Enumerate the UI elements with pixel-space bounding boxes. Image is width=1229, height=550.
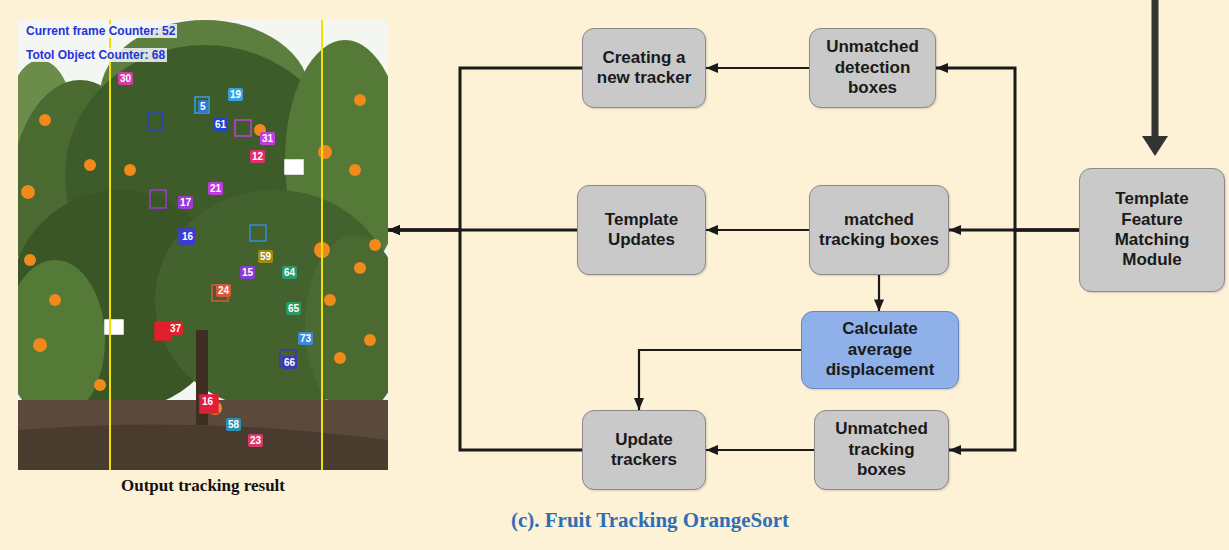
orange	[124, 164, 136, 176]
orange	[354, 94, 366, 106]
orchard-photo	[18, 20, 388, 470]
input-arrow	[1152, 0, 1159, 138]
box-label: matched tracking boxes	[818, 210, 940, 251]
track-id: 64	[282, 266, 297, 279]
tracking-box	[250, 225, 266, 241]
flow-arrow	[949, 230, 1079, 450]
box-label: Creating a new tracker	[591, 48, 697, 89]
box-text-group: Template Updates	[586, 210, 697, 251]
counting-line	[109, 20, 111, 470]
track-id: 65	[286, 302, 301, 315]
track-id: 31	[260, 132, 275, 145]
track-id: 17	[178, 196, 193, 209]
flow-arrow	[936, 68, 1079, 230]
box-label: Template Updates	[586, 210, 697, 251]
counter-text: Current frame Counter: 52	[24, 24, 177, 38]
track-id: 37	[168, 322, 183, 335]
flow-arrow	[706, 229, 809, 231]
process-box: matched tracking boxes	[809, 185, 949, 275]
track-id: 16	[180, 230, 195, 243]
counter-text: Totol Object Counter: 68	[24, 48, 167, 62]
orange	[24, 254, 36, 266]
box-text-group: Calculate average displacement	[810, 319, 950, 380]
process-box: Calculate average displacement	[801, 311, 959, 388]
module-box: Template Feature Matching Module	[1079, 168, 1225, 292]
tracking-box	[200, 395, 218, 413]
box-label: Template Feature Matching Module	[1088, 189, 1216, 271]
tracking-box	[195, 97, 209, 113]
orange	[49, 294, 61, 306]
oranges	[21, 94, 381, 415]
track-id: 30	[118, 72, 133, 85]
image-caption: Output tracking result	[18, 476, 388, 496]
process-box: Unmatched tracking boxes	[814, 410, 949, 490]
orange	[39, 114, 51, 126]
orange	[318, 145, 332, 159]
tracking-box	[235, 120, 251, 136]
box-text-group: Creating a new tracker	[591, 48, 697, 89]
track-id: 21	[208, 182, 223, 195]
process-box: Creating a new tracker	[582, 28, 706, 108]
track-id: 73	[298, 332, 313, 345]
box-text-group: Unmatched tracking boxes	[823, 419, 940, 480]
track-id: 58	[226, 418, 241, 431]
flow-arrow	[878, 275, 880, 311]
flow-arrow	[388, 68, 582, 230]
tracking-boxes	[105, 97, 303, 413]
figure-caption: (c). Fruit Tracking OrangeSort	[450, 508, 850, 533]
flow-arrow	[388, 230, 582, 450]
track-id: 23	[248, 434, 263, 447]
tracking-box	[148, 112, 162, 130]
output-image: Current frame Counter: 52 Totol Object Co…	[18, 20, 388, 470]
orange	[84, 159, 96, 171]
box-label: Unmatched detection boxes	[818, 37, 927, 98]
tracking-box	[150, 190, 166, 208]
track-id: 66	[282, 356, 297, 369]
track-id: 59	[258, 250, 273, 263]
tracking-box	[285, 160, 303, 174]
orange	[364, 334, 376, 346]
flow-arrow	[706, 67, 809, 69]
track-id: 19	[228, 88, 243, 101]
counting-line	[321, 20, 323, 470]
track-id: 61	[213, 118, 228, 131]
orange	[334, 352, 346, 364]
foliage	[18, 260, 105, 420]
ground	[18, 424, 388, 470]
box-label: Unmatched tracking boxes	[823, 419, 940, 480]
track-id: 24	[216, 284, 231, 297]
process-box: Template Updates	[577, 185, 706, 275]
track-id: 12	[250, 150, 265, 163]
box-text-group: matched tracking boxes	[818, 210, 940, 251]
process-box: Unmatched detection boxes	[809, 28, 936, 108]
foliage	[305, 235, 388, 415]
box-text-group: Update trackers	[591, 430, 697, 471]
orange	[94, 379, 106, 391]
orange	[349, 164, 361, 176]
orange	[369, 239, 381, 251]
orange	[33, 338, 47, 352]
orange	[354, 262, 366, 274]
box-text-group: Unmatched detection boxes	[818, 37, 927, 98]
track-id: 15	[240, 266, 255, 279]
box-text-group: Template Feature Matching Module	[1088, 189, 1216, 271]
box-label: Calculate average displacement	[810, 319, 950, 380]
track-id: 16	[200, 395, 215, 408]
process-box: Update trackers	[582, 410, 706, 490]
flow-arrow	[706, 449, 814, 451]
track-id: 5	[198, 100, 208, 113]
tracking-box	[105, 320, 123, 334]
input-arrowhead	[1142, 136, 1168, 156]
box-label: Update trackers	[591, 430, 697, 471]
flow-arrow	[639, 350, 801, 410]
orange	[21, 185, 35, 199]
orange	[324, 294, 336, 306]
